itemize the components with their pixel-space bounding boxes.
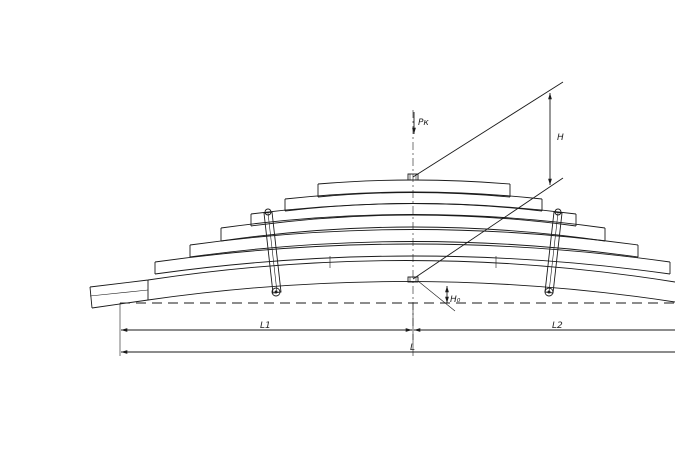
projection-line-top <box>412 81 564 178</box>
dimension-lengths <box>119 303 675 356</box>
length-left-label: L1 <box>260 321 271 331</box>
leaf-3 <box>189 229 639 257</box>
main-leaf <box>89 260 675 309</box>
leaf-4 <box>220 214 606 241</box>
spring-leaves <box>89 179 675 309</box>
clamp-right <box>544 208 563 297</box>
projection-line-bottom <box>412 177 564 280</box>
height-label: H <box>557 133 564 143</box>
length-total-label: L <box>410 343 415 353</box>
height-offset-label: H₀ <box>450 295 461 305</box>
dimension-height-offset <box>417 280 456 312</box>
length-right-label: L2 <box>552 321 563 331</box>
load-label: Pк <box>418 118 429 128</box>
leaf-6 <box>284 191 543 211</box>
clamp-left <box>263 208 282 297</box>
